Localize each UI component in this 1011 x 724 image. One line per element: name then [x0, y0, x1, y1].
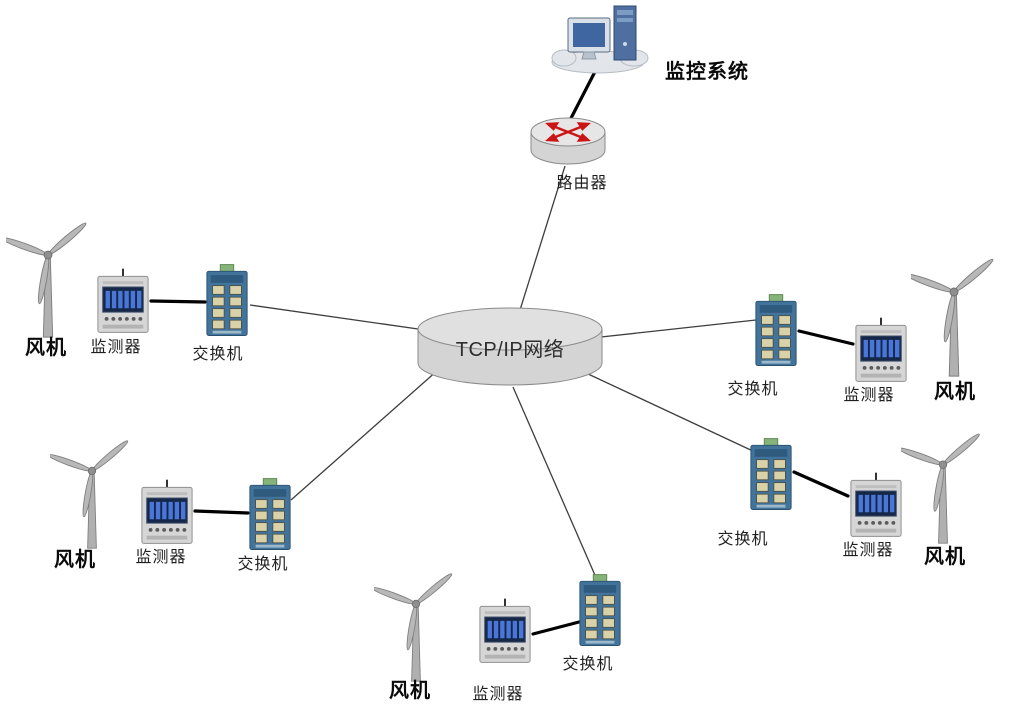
- wind-turbine-label: 风机: [924, 546, 966, 568]
- line-network-to-switch-right-upper: [600, 319, 757, 338]
- ethernet-switch-label: 交换机: [727, 381, 779, 398]
- monitor-device-icon: [139, 479, 195, 546]
- wind-turbine-label: 风机: [389, 680, 431, 702]
- network-label: TCP/IP网络: [455, 339, 565, 361]
- line-network-to-switch-right-lower: [585, 372, 771, 460]
- wind-turbine-icon: [50, 427, 134, 550]
- monitor-device-icon: [853, 317, 909, 384]
- router-icon: [529, 116, 607, 168]
- network-cylinder-icon: TCP/IP网络: [415, 305, 605, 389]
- monitor-device-icon: [848, 472, 904, 539]
- wind-turbine-label: 风机: [25, 337, 67, 359]
- monitor-device-icon: [95, 268, 151, 335]
- router-label: 路由器: [556, 175, 608, 192]
- ethernet-switch-label: 交换机: [237, 556, 289, 573]
- line-network-to-switch-left-lower: [290, 369, 439, 501]
- monitor-device-icon: [477, 598, 533, 665]
- ethernet-switch-label: 交换机: [562, 656, 614, 673]
- monitoring-system-label: 监控系统: [665, 61, 749, 83]
- ethernet-switch-icon: [577, 573, 623, 649]
- monitor-device-label: 监测器: [843, 387, 895, 404]
- monitor-device-label: 监测器: [135, 549, 187, 566]
- line-network-to-switch-left-upper: [249, 304, 426, 331]
- wind-turbine-label: 风机: [934, 381, 976, 403]
- line-monitor-to-switch-bottom: [531, 620, 581, 636]
- ethernet-switch-icon: [753, 293, 799, 369]
- monitor-device-label: 监测器: [842, 542, 894, 559]
- line-monitor-to-switch-left-upper: [149, 299, 207, 304]
- ethernet-switch-icon: [247, 477, 293, 553]
- wind-turbine-icon: [6, 206, 90, 339]
- line-switch-to-monitor-right-lower: [792, 470, 850, 498]
- ethernet-switch-label: 交换机: [192, 346, 244, 363]
- line-network-to-switch-bottom: [512, 386, 602, 590]
- wind-turbine-label: 风机: [54, 549, 96, 571]
- line-monitor-to-switch-left-lower: [193, 509, 250, 515]
- ethernet-switch-icon: [204, 263, 250, 339]
- monitor-device-label: 监测器: [472, 686, 524, 703]
- ethernet-switch-icon: [748, 437, 794, 513]
- line-switch-to-monitor-right-upper: [797, 329, 855, 346]
- computer-workstation-icon: [548, 2, 652, 76]
- wind-turbine-icon: [374, 560, 458, 683]
- monitor-device-label: 监测器: [90, 339, 142, 356]
- wind-turbine-icon: [901, 420, 985, 545]
- wind-turbine-icon: [911, 234, 997, 378]
- ethernet-switch-label: 交换机: [717, 531, 769, 548]
- line-router-to-network: [519, 165, 566, 311]
